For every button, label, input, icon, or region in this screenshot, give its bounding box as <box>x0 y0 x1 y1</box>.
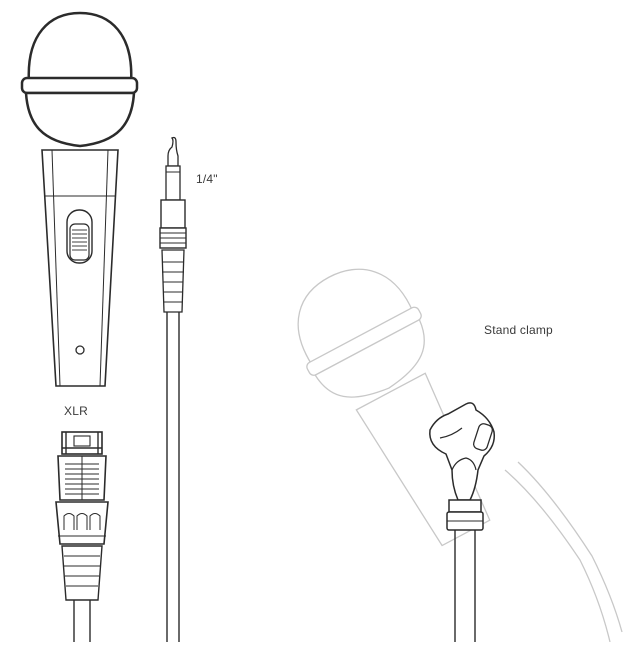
mic-led-dot <box>75 345 85 355</box>
mic-body <box>41 149 119 387</box>
xlr-label: XLR <box>64 404 88 418</box>
microphone-illustration <box>20 11 139 387</box>
faded-microphone <box>297 268 623 643</box>
plug-tip <box>167 136 179 167</box>
quarter-inch-plug <box>159 136 187 642</box>
mic-head-collar <box>24 91 136 148</box>
mic-band-ring <box>20 76 139 95</box>
xlr-strain-relief <box>61 545 103 601</box>
plug-shaft <box>165 165 181 201</box>
plug-strain-relief <box>161 249 185 313</box>
stand-clamp-label: Stand clamp <box>484 323 553 337</box>
clamp-thread-ring <box>448 499 482 513</box>
xlr-connector <box>55 431 109 642</box>
mic-switch-grip <box>72 229 87 251</box>
mic-body-seam-right <box>99 149 109 387</box>
mic-grille-head <box>27 11 133 85</box>
quarter-inch-label: 1/4" <box>196 172 218 186</box>
stand-clamp <box>429 402 496 642</box>
plug-collar <box>160 199 186 229</box>
plug-grip-lines <box>160 232 186 244</box>
mic-body-seam-left <box>51 149 61 387</box>
clamp-window <box>472 423 494 451</box>
